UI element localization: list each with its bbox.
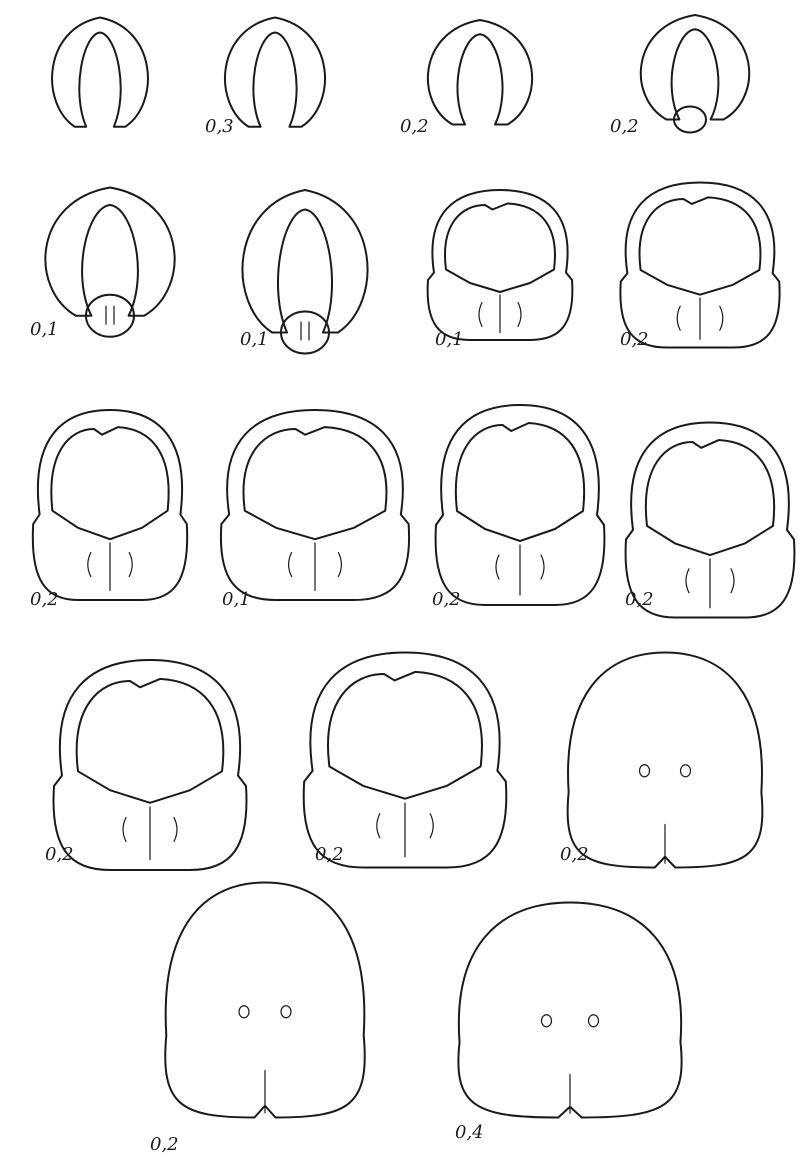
section-group: 0,3 0,2 0,2 0,1 0,1 0,1 0,2 0,2 0,1 0,2 0,2 0,2 0,2 0… [30, 15, 794, 1155]
section-11: 0,2 [432, 405, 604, 610]
section-5: 0,1 [30, 188, 175, 341]
section-outline [225, 18, 325, 127]
section-scale-label: 0,1 [222, 589, 251, 610]
dot-right [281, 1006, 291, 1018]
section-scale-label: 0,3 [205, 116, 234, 137]
dot-left [640, 765, 650, 777]
section-scale-label: 0,4 [455, 1122, 484, 1143]
section-cavity [456, 423, 584, 541]
dot-left [239, 1006, 249, 1018]
section-16: 0,2 [150, 883, 365, 1156]
section-cavity [328, 672, 482, 799]
section-scale-label: 0,1 [240, 329, 269, 350]
section-cavity [51, 427, 168, 539]
section-15: 0,2 [560, 653, 762, 868]
section-cavity [77, 679, 224, 803]
section-14: 0,2 [304, 653, 507, 868]
dot-right [589, 1015, 599, 1027]
section-scale-label: 0,2 [150, 1134, 179, 1155]
section-7: 0,1 [428, 190, 573, 350]
section-outline [641, 15, 749, 120]
section-cavity [646, 440, 774, 555]
section-8: 0,2 [620, 183, 780, 351]
section-6: 0,1 [240, 190, 368, 354]
section-2: 0,3 [205, 18, 325, 138]
section-scale-label: 0,2 [315, 844, 344, 865]
disc-lines [301, 322, 309, 340]
section-scale-label: 0,2 [30, 589, 59, 610]
section-13: 0,2 [45, 660, 247, 870]
dot-right [681, 765, 691, 777]
section-cavity [445, 204, 555, 293]
section-scale-label: 0,2 [400, 116, 429, 137]
section-scale-label: 0,2 [610, 116, 639, 137]
section-outline [428, 20, 532, 125]
section-scale-label: 0,1 [435, 329, 464, 350]
section-scale-label: 0,2 [432, 589, 461, 610]
section-outline [45, 188, 174, 316]
disc-lines [106, 306, 114, 324]
section-scale-label: 0,1 [30, 319, 59, 340]
section-scale-label: 0,2 [625, 589, 654, 610]
section-scale-label: 0,2 [560, 844, 589, 865]
disc [281, 312, 329, 354]
section-cavity [244, 427, 387, 539]
section-17: 0,4 [455, 903, 682, 1144]
section-cavity [640, 197, 761, 294]
section-1 [52, 18, 148, 127]
section-scale-label: 0,2 [620, 329, 649, 350]
dot-left [542, 1015, 552, 1027]
section-10: 0,1 [221, 410, 409, 610]
section-4: 0,2 [610, 15, 749, 137]
section-scale-label: 0,2 [45, 844, 74, 865]
section-3: 0,2 [400, 20, 532, 137]
section-12: 0,2 [625, 423, 794, 618]
section-outline [52, 18, 148, 127]
section-9: 0,2 [30, 410, 187, 610]
disc [86, 295, 134, 337]
